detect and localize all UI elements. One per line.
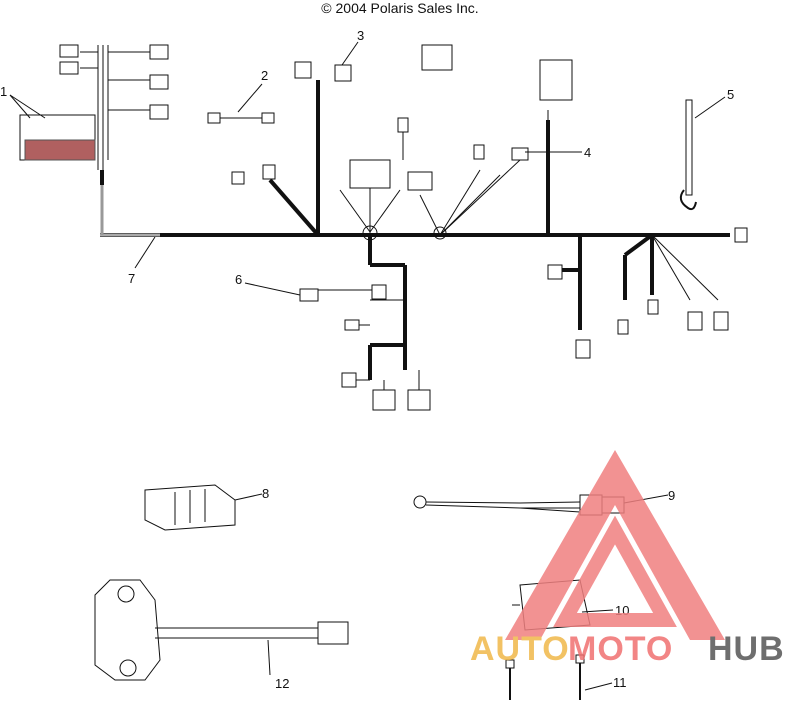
- callout-5: 5: [727, 87, 734, 102]
- sensor-lead-part-5: [679, 99, 697, 211]
- callout-11: 11: [613, 675, 627, 690]
- callout-leaders: [9, 41, 726, 691]
- callout-2: 2: [261, 68, 268, 83]
- component-leads: [220, 110, 549, 390]
- watermark-hub: HUB: [708, 630, 785, 668]
- main-harness: [80, 45, 730, 380]
- callout-8: 8: [262, 486, 269, 501]
- callout-numbers: 1 2 3 4 5 6 7 8 9 10 11 12: [0, 28, 734, 691]
- callout-4: 4: [584, 145, 591, 160]
- harness-connectors: [19, 44, 748, 411]
- module-part-12: [94, 579, 349, 681]
- watermark-moto: MOTO: [568, 630, 673, 668]
- bolts-part-11: [505, 654, 585, 700]
- callout-3: 3: [357, 28, 364, 43]
- harness-junctions: [362, 225, 447, 241]
- callout-9: 9: [668, 488, 675, 503]
- copyright-text: © 2004 Polaris Sales Inc.: [321, 0, 479, 16]
- autmotohub-watermark: AUTO MOTO HUB: [470, 450, 785, 668]
- callout-12: 12: [275, 676, 289, 691]
- callout-1: 1: [0, 84, 7, 99]
- callout-6: 6: [235, 272, 242, 287]
- connector-part-8: [144, 484, 236, 531]
- watermark-auto: AUTO: [470, 630, 570, 668]
- callout-7: 7: [128, 271, 135, 286]
